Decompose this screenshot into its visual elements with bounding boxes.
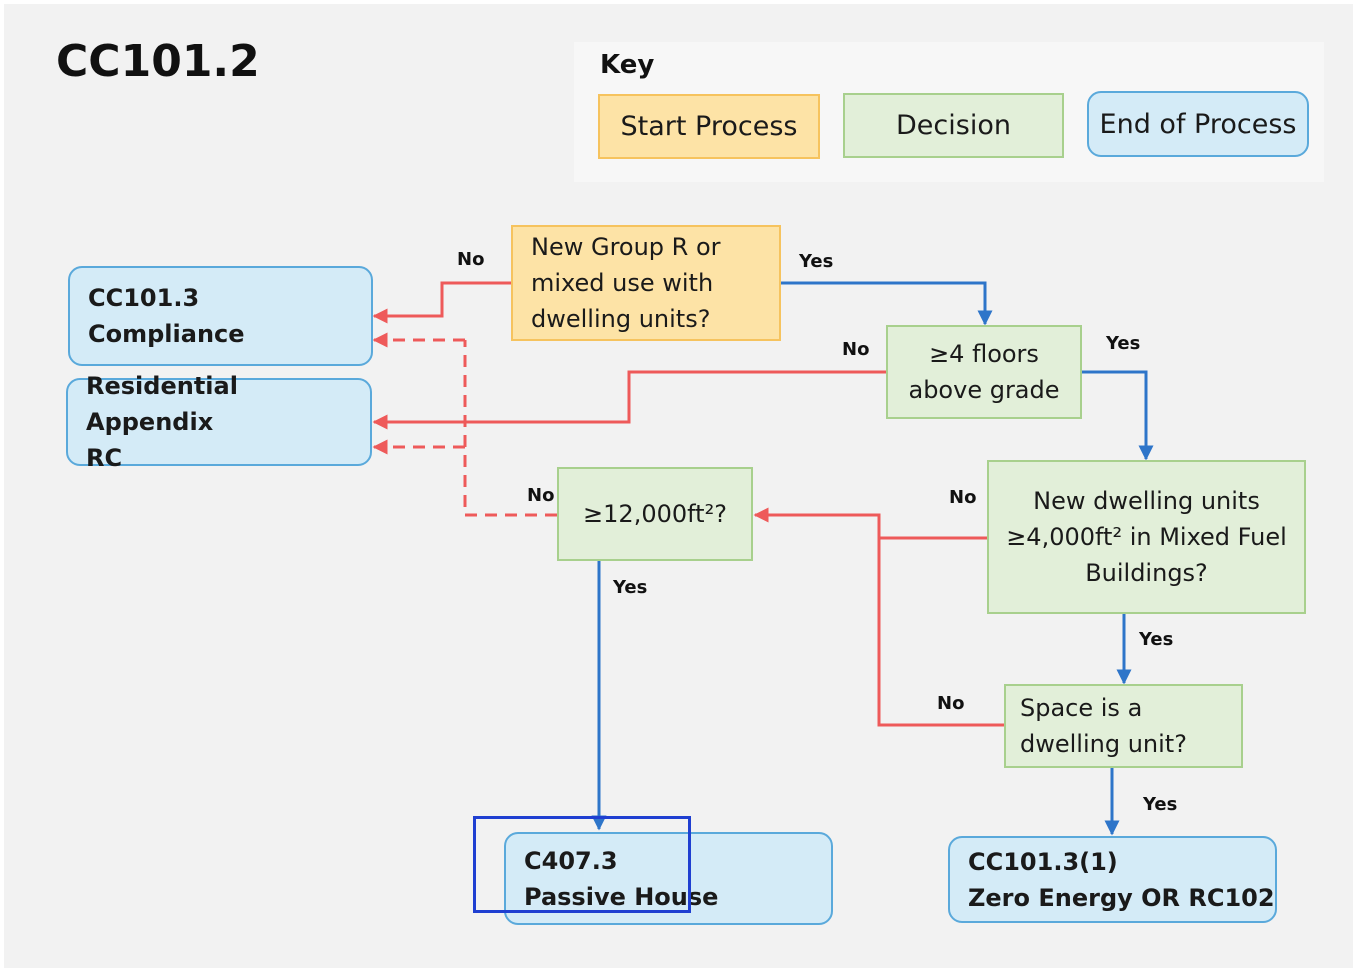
edge-start-yes [781, 281, 993, 326]
key-decision: Decision [843, 93, 1064, 158]
label-space-yes: Yes [1143, 794, 1178, 815]
decision-space-line-1: Space is a [1020, 694, 1143, 722]
start-node-line-2: mixed use with [531, 269, 714, 297]
edge-space-no [877, 538, 1004, 727]
label-newunits-no: No [949, 487, 977, 508]
decision-new-units-line-1: New dwelling units [1033, 487, 1260, 515]
start-node-line-3: dwelling units? [531, 305, 711, 333]
decision-floors: ≥4 floors above grade [886, 325, 1082, 419]
decision-area: ≥12,000ft²? [557, 467, 753, 561]
decision-space-line-2: dwelling unit? [1020, 730, 1187, 758]
passive-line-1: C407.3 [524, 846, 618, 875]
edge-floors-yes [1082, 370, 1154, 461]
key-start-process: Start Process [598, 94, 820, 159]
decision-new-units-line-2: ≥4,000ft² in Mixed Fuel [1006, 523, 1287, 551]
zero-line-1: CC101.3(1) [968, 847, 1118, 876]
key-start-label: Start Process [620, 111, 798, 142]
passive-line-2: Passive House [524, 882, 719, 911]
end-cc101-3-compliance: CC101.3 Compliance [68, 266, 373, 366]
edge-floors-no [372, 370, 886, 430]
label-newunits-yes: Yes [1139, 629, 1174, 650]
residential-line-1: Residential Appendix [86, 372, 238, 436]
label-area-yes: Yes [613, 577, 648, 598]
key-end-label: End of Process [1099, 108, 1297, 140]
highlight-box [473, 816, 691, 913]
decision-floors-line-2: above grade [908, 376, 1060, 404]
label-floors-yes: Yes [1106, 333, 1141, 354]
label-start-no: No [457, 249, 485, 270]
edge-newunits-no [753, 507, 987, 540]
decision-area-label: ≥12,000ft²? [583, 500, 727, 528]
label-area-no: No [527, 485, 555, 506]
decision-new-units-line-3: Buildings? [1085, 559, 1208, 587]
decision-new-dwelling-units: New dwelling units ≥4,000ft² in Mixed Fu… [987, 460, 1306, 614]
end-cc101-3-1-zero-energy: CC101.3(1) Zero Energy OR RC102 [948, 836, 1277, 923]
label-floors-no: No [842, 339, 870, 360]
decision-space-dwelling: Space is a dwelling unit? [1004, 684, 1243, 768]
end-c407-3-passive-house: C407.3 Passive House [504, 832, 833, 925]
compliance-line-1: CC101.3 [88, 284, 200, 312]
key-decision-label: Decision [896, 110, 1011, 141]
key-title: Key [600, 50, 655, 80]
label-start-yes: Yes [799, 251, 834, 272]
label-space-no: No [937, 693, 965, 714]
edge-start-no [372, 281, 511, 324]
end-residential-appendix: Residential Appendix RC [66, 372, 372, 472]
compliance-line-2: Compliance [88, 320, 245, 348]
edge-area-no-dashed [463, 340, 557, 517]
start-node-group-r: New Group R or mixed use with dwelling u… [511, 225, 781, 341]
page-title: CC101.2 [56, 36, 260, 87]
residential-line-2: RC [86, 444, 123, 472]
key-end-of-process: End of Process [1087, 91, 1309, 157]
decision-floors-line-1: ≥4 floors [929, 340, 1039, 368]
start-node-line-1: New Group R or [531, 233, 721, 261]
zero-line-2: Zero Energy OR RC102 [968, 883, 1275, 912]
